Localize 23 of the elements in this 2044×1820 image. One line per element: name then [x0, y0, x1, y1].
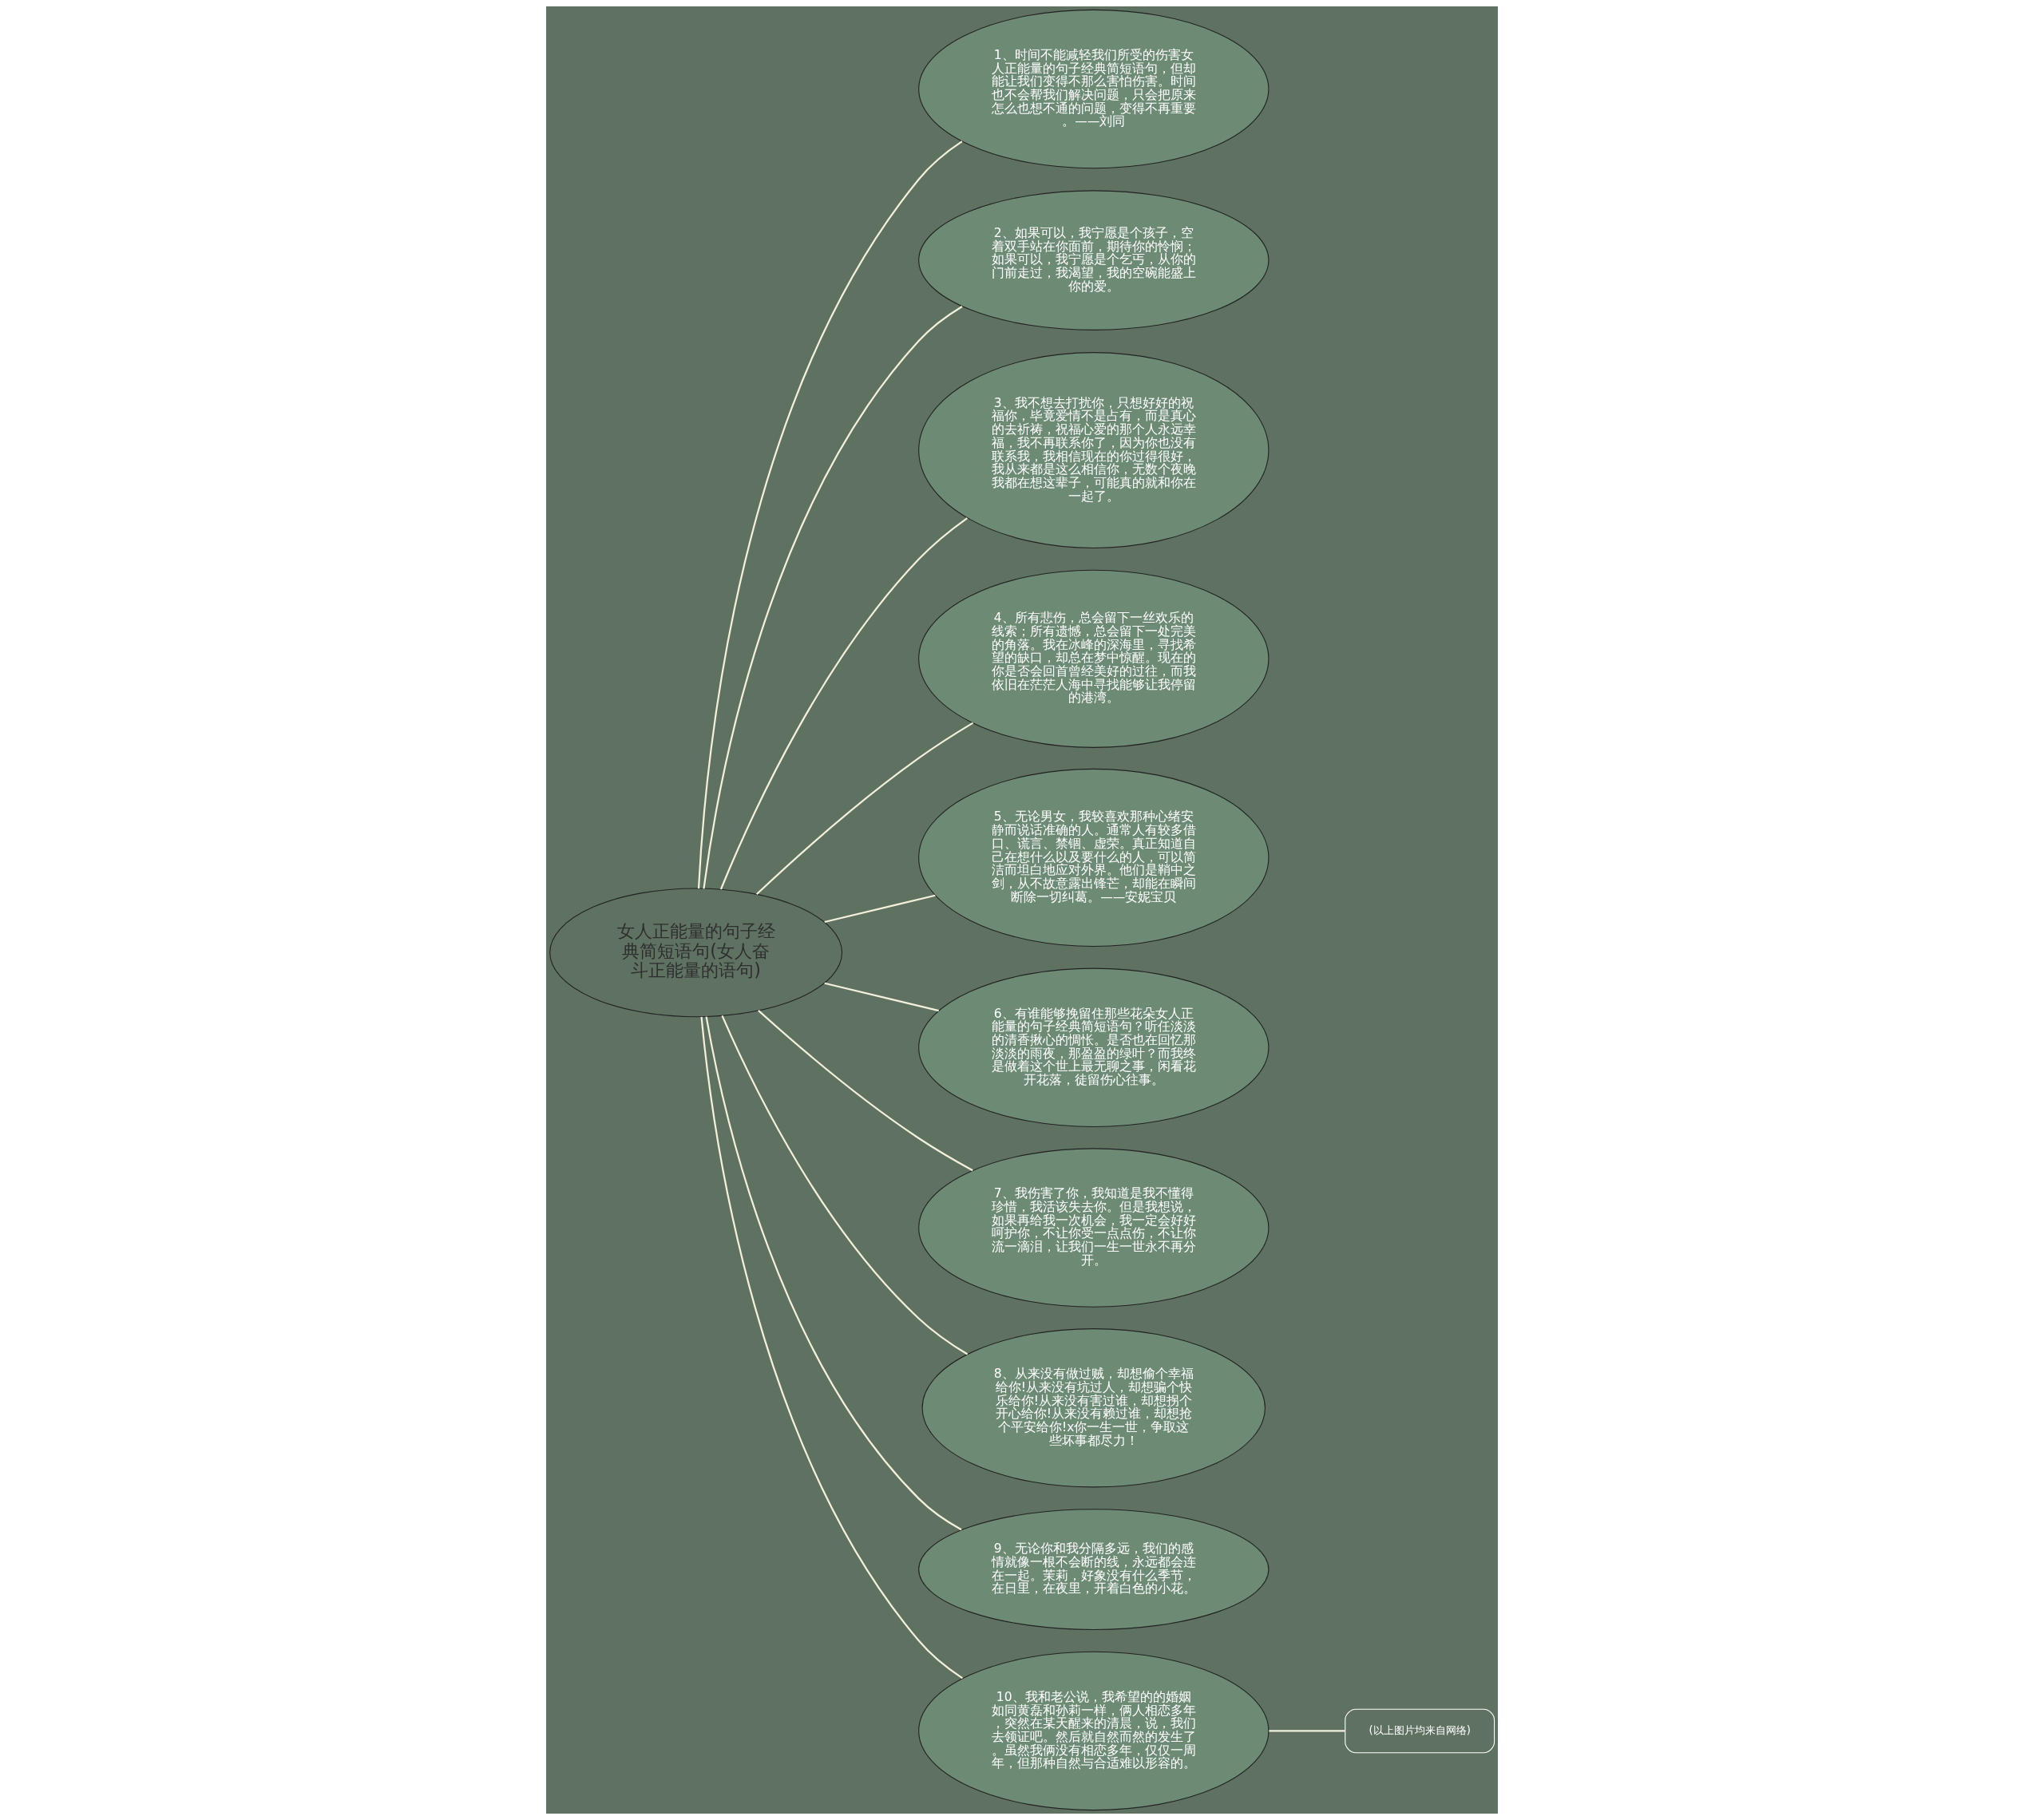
node-ellipse: 8、从来没有做过贼，却想偷个幸福给你!从来没有坑过人，却想骗个快乐给你!从来没有害过谁，却想拐个开心给你!从来没有赖过谁，却想抢个平安给你!x你一生一世，争取这些坏事都尽力！	[921, 1328, 1266, 1488]
node-ellipse: 10、我和老公说，我希望的的婚姻如同黄磊和孙莉一样，俩人相恋多年，突然在某天醒来的清晨，说，我们去领证吧。然后就自然而然的发生了。虽然我俩没有相恋多年，仅仅一周年，但那种自然与合适难以形容的。	[918, 1651, 1270, 1811]
node-ellipse: 1、时间不能减轻我们所受的伤害女人正能量的句子经典简短语句，但却能让我们变得不那么害怕伤害。时间也不会帮我们解决问题，只会把原来怎么也想不通的问题，变得不再重要。——刘同	[918, 9, 1270, 169]
connector	[755, 722, 974, 896]
connector	[700, 1016, 964, 1680]
node-ellipse: 6、有谁能够挽留住那些花朵女人正能量的句子经典简短语句？听任淡淡的清香揪心的惆怅。是否也在回忆那淡淡的雨夜，那盈盈的绿叶？而我终是做着这个世上最无聊之事，闲看花开花落，徒留伤心往事。	[918, 967, 1270, 1128]
node-ellipse: 2、如果可以，我宁愿是个孩子，空着双手站在你面前，期待你的怜悯；如果可以，我宁愿是个乞丐，从你的门前走过，我渴望，我的空碗能盛上你的爱。	[918, 190, 1270, 330]
connector	[824, 982, 939, 1012]
connector	[697, 140, 963, 889]
connector	[758, 1010, 973, 1172]
node-ellipse: 7、我伤害了你，我知道是我不懂得珍惜，我活该失去你。但是我想说，如果再给我一次机会，我一定会好好呵护你，不让你受一点点伤，不让你流一滴泪，让我们一生一世永不再分开。	[918, 1148, 1270, 1308]
connector	[824, 894, 936, 924]
connector	[721, 1015, 969, 1355]
connector	[1269, 1730, 1345, 1732]
connector	[719, 517, 969, 890]
connector	[703, 306, 963, 889]
connector	[705, 1016, 962, 1531]
node-ellipse: 5、无论男女，我较喜欢那种心绪安静而说话准确的人。通常人有较多借口、谎言、禁锢、虚荣。真正知道自己在想什么以及要什么的人，可以简洁而坦白地应对外界。他们是鞘中之剑，从不故意露出锋芒，却能在瞬间断除一切纠葛。——安妮宝贝	[918, 768, 1270, 948]
node-box: (以上图片均来自网络)	[1345, 1708, 1495, 1754]
node-ellipse: 9、无论你和我分隔多远，我们的感情就像一根不会断的线，永远都会连在一起。茉莉，好象没有什么季节，在日里，在夜里，开着白色的小花。	[918, 1509, 1270, 1630]
node-ellipse: 4、所有悲伤，总会留下一丝欢乐的线索；所有遗憾，总会留下一处完美的角落。我在冰峰的深海里，寻找希望的缺口，却总在梦中惊醒。现在的你是否会回首曾经美好的过往，而我依旧在茫茫人海中寻找能够让我停留的港湾。	[918, 569, 1270, 748]
node-ellipse: 3、我不想去打扰你，只想好好的祝福你，毕竟爱情不是占有，而是真心的去祈祷，祝福心爱的那个人永远幸福，我不再联系你了，因为你也没有联系我，我相信现在的你过得很好，我从来都是这么相信你，无数个夜晚我都在想这辈子，可能真的就和你在一起了。	[918, 352, 1270, 549]
node-ellipse: 女人正能量的句子经典简短语句(女人奋斗正能量的语句)	[549, 888, 843, 1018]
